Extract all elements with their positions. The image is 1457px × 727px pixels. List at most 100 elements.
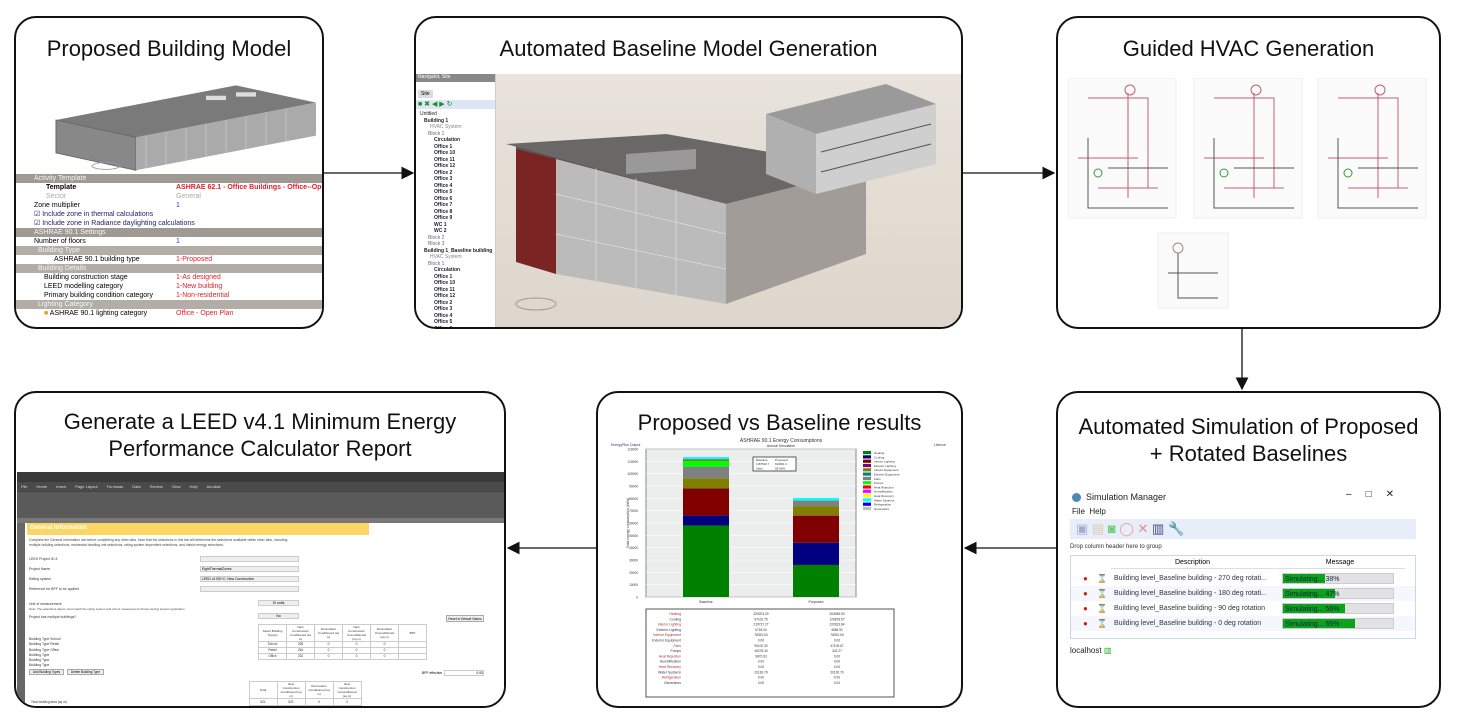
tree-zone[interactable]: Circulation bbox=[434, 267, 461, 273]
floors-value[interactable]: 1 bbox=[176, 238, 180, 245]
lighting-category-select[interactable]: Office - Open Plan bbox=[176, 310, 234, 317]
reset-defaults-button[interactable]: Reset to Default Values bbox=[446, 615, 484, 622]
step-title: Generate a LEED v4.1 Minimum Energy Perf… bbox=[63, 409, 457, 461]
y-tick-label: 80000 bbox=[629, 497, 638, 501]
tree-block[interactable]: Block 1 bbox=[428, 260, 445, 267]
section-ashrae-settings[interactable]: ASHRAE 90.1 Settings bbox=[16, 228, 322, 237]
tree-zone[interactable]: Circulation bbox=[434, 137, 461, 143]
tree-zone[interactable]: Office 4 bbox=[434, 182, 453, 189]
tree-hvac[interactable]: HVAC System bbox=[430, 254, 462, 260]
simulation-row[interactable]: ●⌛Building level_Baseline building - 180… bbox=[1071, 586, 1415, 601]
building-type-label: ASHRAE 90.1 building type bbox=[54, 256, 140, 263]
radiance-checkbox[interactable]: ☑ Include zone in Radiance daylighting c… bbox=[34, 220, 195, 227]
server-icon[interactable]: ▥ bbox=[1152, 521, 1165, 536]
simulation-progress-bar: Simulating... 38% bbox=[1282, 573, 1394, 584]
menu-file[interactable]: File bbox=[1072, 507, 1085, 516]
section-building-details[interactable]: Building Details bbox=[16, 264, 322, 273]
column-description[interactable]: Description bbox=[1111, 556, 1274, 569]
tree-zone[interactable]: WC 1 bbox=[434, 221, 447, 228]
stage-select[interactable]: 1-As designed bbox=[176, 274, 221, 281]
field-input[interactable]: LEED v4 BD+C: New Construction bbox=[200, 576, 299, 582]
tree-zone[interactable]: Office 2 bbox=[434, 169, 453, 176]
section-building-type[interactable]: Building Type bbox=[16, 246, 322, 255]
add-building-types-button[interactable]: Add Building Types bbox=[29, 669, 64, 675]
tree-zone[interactable]: Office 1 bbox=[434, 273, 453, 280]
multi-building-select[interactable]: No bbox=[258, 613, 299, 619]
tree-root[interactable]: Untitled bbox=[420, 111, 437, 117]
x-tick-label: Proposed bbox=[809, 600, 824, 604]
view-icon[interactable]: ▤ bbox=[1091, 521, 1105, 536]
refresh-icon[interactable]: ◙ bbox=[1107, 521, 1116, 536]
tree-zone[interactable]: Office 3 bbox=[434, 176, 453, 182]
table-row-label: Pumps bbox=[670, 649, 681, 653]
field-input[interactable] bbox=[200, 556, 299, 562]
tree-zone[interactable]: Office 1 bbox=[434, 143, 453, 150]
table-baseline-value: 0.00 bbox=[758, 660, 764, 664]
ribbon-tab[interactable]: Insert bbox=[56, 484, 67, 489]
ribbon-tab[interactable]: Formulas bbox=[106, 484, 124, 489]
simulation-row[interactable]: ●⌛Building level_Baseline building - 0 d… bbox=[1071, 616, 1415, 631]
table-proposed-value: 0.00 bbox=[834, 639, 840, 643]
run-icon[interactable]: ▣ bbox=[1076, 521, 1089, 536]
ribbon-tab[interactable]: Help bbox=[189, 484, 198, 489]
tree-zone[interactable]: Office 10 bbox=[434, 150, 456, 156]
tree-zone[interactable]: Office 5 bbox=[434, 189, 453, 195]
zone-multiplier-value[interactable]: 1 bbox=[176, 202, 180, 209]
ribbon-tab[interactable]: Home bbox=[36, 484, 48, 489]
field-input[interactable] bbox=[200, 586, 299, 592]
ribbon-tab[interactable]: Data bbox=[132, 484, 141, 489]
step-title: Proposed Building Model bbox=[46, 36, 292, 61]
tree-zone[interactable]: Office 3 bbox=[434, 306, 453, 312]
building-type-select[interactable]: 1-Proposed bbox=[176, 256, 213, 263]
menu-help[interactable]: Help bbox=[1089, 507, 1106, 516]
cancel-icon[interactable]: ✕ bbox=[1137, 521, 1149, 536]
tree-zone[interactable]: Office 11 bbox=[434, 156, 455, 163]
tree-zone[interactable]: Office 6 bbox=[434, 325, 453, 329]
tree-zone[interactable]: Office 7 bbox=[434, 202, 453, 208]
simulation-row[interactable]: ●⌛Building level_Baseline building - 90 … bbox=[1071, 601, 1415, 616]
unit-select[interactable]: SI units bbox=[258, 600, 299, 606]
tree-block[interactable]: Block 1 bbox=[428, 130, 445, 137]
tree-block[interactable]: Block 2 bbox=[428, 234, 445, 241]
tree-zone[interactable]: Office 11 bbox=[434, 286, 455, 293]
table-cell[interactable] bbox=[398, 653, 427, 660]
ribbon-tab[interactable]: Acrobat bbox=[206, 484, 221, 489]
stop-icon[interactable]: ◯ bbox=[1119, 521, 1134, 536]
tree-zone[interactable]: Office 8 bbox=[434, 208, 453, 215]
ribbon-tab[interactable]: View bbox=[171, 484, 181, 489]
tree-building[interactable]: Building 1_Baseline building bbox=[424, 247, 493, 254]
tree-block[interactable]: Block 3 bbox=[428, 241, 445, 247]
column-message[interactable]: Message bbox=[1275, 556, 1405, 569]
tree-zone[interactable]: Office 2 bbox=[434, 299, 453, 306]
primary-category-select[interactable]: 1-Non-residential bbox=[176, 292, 230, 299]
column-headers bbox=[17, 518, 504, 523]
navigator-toolbar[interactable]: ■ ✖ ◀ ▶ ↻ bbox=[416, 100, 495, 109]
ribbon-tab[interactable]: Review bbox=[149, 484, 163, 489]
thermal-checkbox[interactable]: ☑ Include zone in thermal calculations bbox=[34, 211, 154, 218]
leed-category-select[interactable]: 1-New building bbox=[176, 283, 223, 290]
tree-zone[interactable]: WC 2 bbox=[434, 228, 447, 234]
section-lighting-category[interactable]: Lighting Category bbox=[16, 300, 322, 309]
delete-building-type-button[interactable]: Delete Building Type bbox=[67, 669, 104, 675]
tree-zone[interactable]: Office 10 bbox=[434, 280, 456, 286]
tree-zone[interactable]: Office 4 bbox=[434, 312, 453, 319]
tab-site[interactable]: Site bbox=[418, 90, 433, 98]
y-tick-label: 60000 bbox=[629, 522, 638, 526]
section-activity-template[interactable]: Activity Template bbox=[16, 174, 322, 183]
tree-zone[interactable]: Office 6 bbox=[434, 195, 453, 202]
tree-zone[interactable]: Office 5 bbox=[434, 319, 453, 325]
simulation-row[interactable]: ●⌛Building level_Baseline building - 270… bbox=[1071, 571, 1415, 586]
tree-building[interactable]: Building 1 bbox=[424, 117, 449, 124]
ribbon-tab[interactable]: Page Layout bbox=[75, 484, 98, 489]
window-controls[interactable]: –□✕ bbox=[1346, 489, 1408, 500]
tree-zone[interactable]: Office 12 bbox=[434, 163, 456, 169]
template-value[interactable]: ASHRAE 62.1 - Office Buildings - Office-… bbox=[176, 184, 322, 191]
wrench-icon[interactable]: 🔧 bbox=[1167, 521, 1185, 536]
tree-zone[interactable]: Office 12 bbox=[434, 293, 456, 299]
tree-zone[interactable]: Office 9 bbox=[434, 215, 453, 221]
tree-hvac[interactable]: HVAC System bbox=[430, 124, 462, 130]
field-input[interactable]: EightThermalZones bbox=[200, 566, 299, 572]
hourglass-icon: ⌛ bbox=[1097, 619, 1107, 628]
ribbon-tab[interactable]: File bbox=[21, 484, 28, 489]
